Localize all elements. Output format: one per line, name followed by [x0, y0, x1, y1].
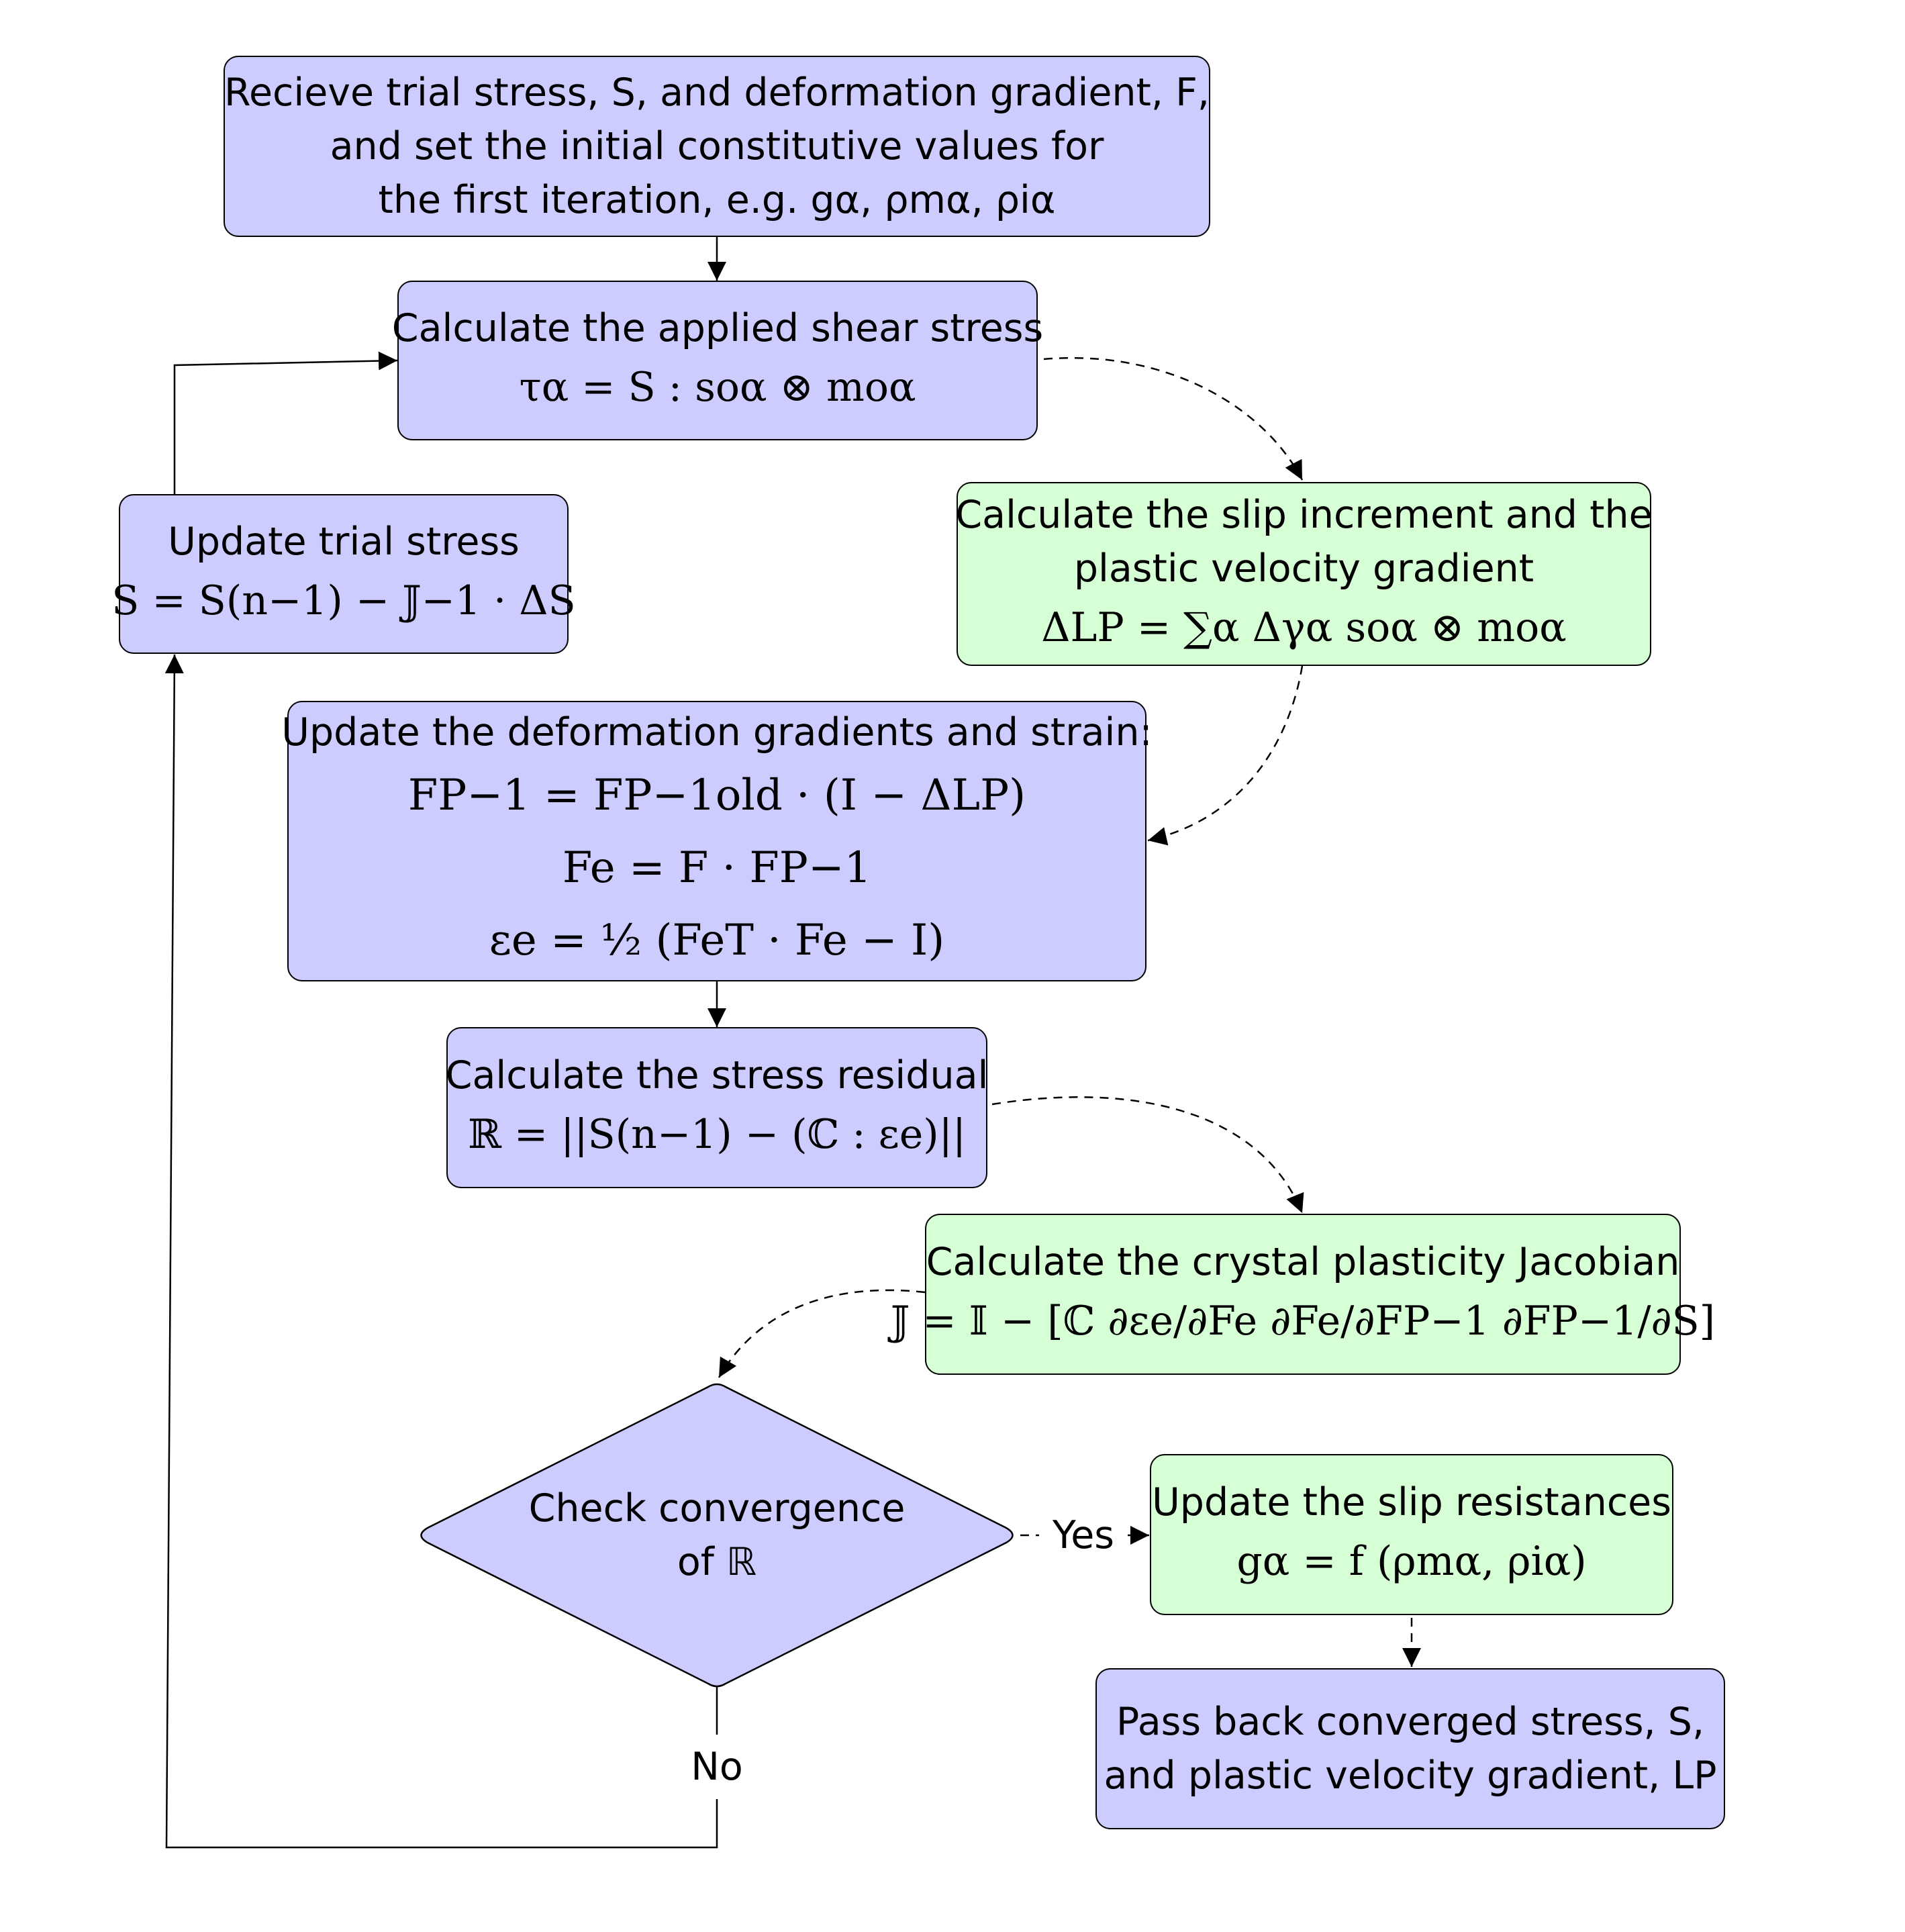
convergence-line-2: of ℝ [677, 1540, 757, 1584]
slip-increment-title-2: plastic velocity gradient [1073, 546, 1534, 591]
edge-slip-increment-to-deformation [1147, 665, 1304, 846]
slip-increment-equation: ΔLP = ∑α Δγα soα ⊗ moα [1041, 604, 1567, 651]
edge-jacobian-to-convergence [718, 1289, 926, 1378]
jacobian-equation: 𝕁 = 𝕀 − [ℂ ∂εe/∂Fe ∂Fe/∂FP−1 ∂FP−1/∂S] [890, 1298, 1716, 1345]
deformation-equation-elastic: Fe = F · FP−1 [562, 843, 872, 893]
slip-resistance-equation: gα = f (ρmα, ρiα) [1236, 1538, 1587, 1585]
applied-shear-stress-node: Calculate the applied shear stress τα = … [392, 281, 1043, 440]
pass-back-node: Pass back converged stress, S, and plast… [1095, 1668, 1725, 1829]
crystal-plasticity-jacobian-node: Calculate the crystal plasticity Jacobia… [891, 1214, 1715, 1375]
jacobian-title: Calculate the crystal plasticity Jacobia… [926, 1240, 1680, 1284]
deformation-gradients-node: Update the deformation gradients and str… [281, 701, 1153, 981]
edge-update-trial-to-shear [173, 351, 398, 494]
pass-back-line-1: Pass back converged stress, S, [1116, 1700, 1705, 1744]
shear-equation: τα = S : soα ⊗ moα [519, 364, 916, 411]
receive-line-1: Recieve trial stress, S, and deformation… [224, 70, 1210, 115]
yes-edge-label: Yes [1042, 1512, 1125, 1559]
receive-trial-stress-node: Recieve trial stress, S, and deformation… [224, 56, 1210, 237]
edge-shear-to-slip-increment [1043, 356, 1304, 481]
convergence-decision-shape [420, 1383, 1014, 1688]
slip-resistance-node: Update the slip resistances gα = f (ρmα,… [1150, 1454, 1673, 1615]
update-trial-stress-node: Update trial stress S = S(n−1) − 𝕁−1 · Δ… [111, 494, 576, 654]
slip-increment-title-1: Calculate the slip increment and the [955, 493, 1653, 537]
deformation-equation-plastic: FP−1 = FP−1old · (I − ΔLP) [407, 771, 1026, 820]
stress-residual-node: Calculate the stress residual ℝ = ||S(n−… [445, 1027, 989, 1188]
receive-line-2: and set the initial constitutive values … [330, 124, 1104, 168]
slip-increment-node: Calculate the slip increment and the pla… [955, 482, 1653, 666]
convergence-line-1: Check convergence [528, 1486, 906, 1531]
convergence-decision-label: Check convergence of ℝ [516, 1482, 918, 1589]
edge-residual-to-jacobian [991, 1096, 1304, 1214]
pass-back-line-2: and plastic velocity gradient, LP [1104, 1753, 1717, 1798]
residual-equation: ℝ = ||S(n−1) − (ℂ : εe)|| [467, 1111, 967, 1158]
residual-title: Calculate the stress residual [445, 1053, 989, 1098]
no-edge-label: No [683, 1743, 750, 1790]
deformation-equation-strain: εe = ½ (FeT · Fe − I) [489, 916, 945, 965]
edge-no-loop-to-update-trial [166, 655, 718, 1849]
slip-resistance-title: Update the slip resistances [1152, 1480, 1671, 1525]
shear-title: Calculate the applied shear stress [391, 306, 1044, 350]
update-trial-title: Update trial stress [168, 520, 520, 564]
update-trial-equation: S = S(n−1) − 𝕁−1 · ΔS [111, 577, 576, 624]
receive-line-3: the first iteration, e.g. gα, ρmα, ρiα [378, 178, 1056, 222]
deformation-title: Update the deformation gradients and str… [281, 710, 1153, 755]
